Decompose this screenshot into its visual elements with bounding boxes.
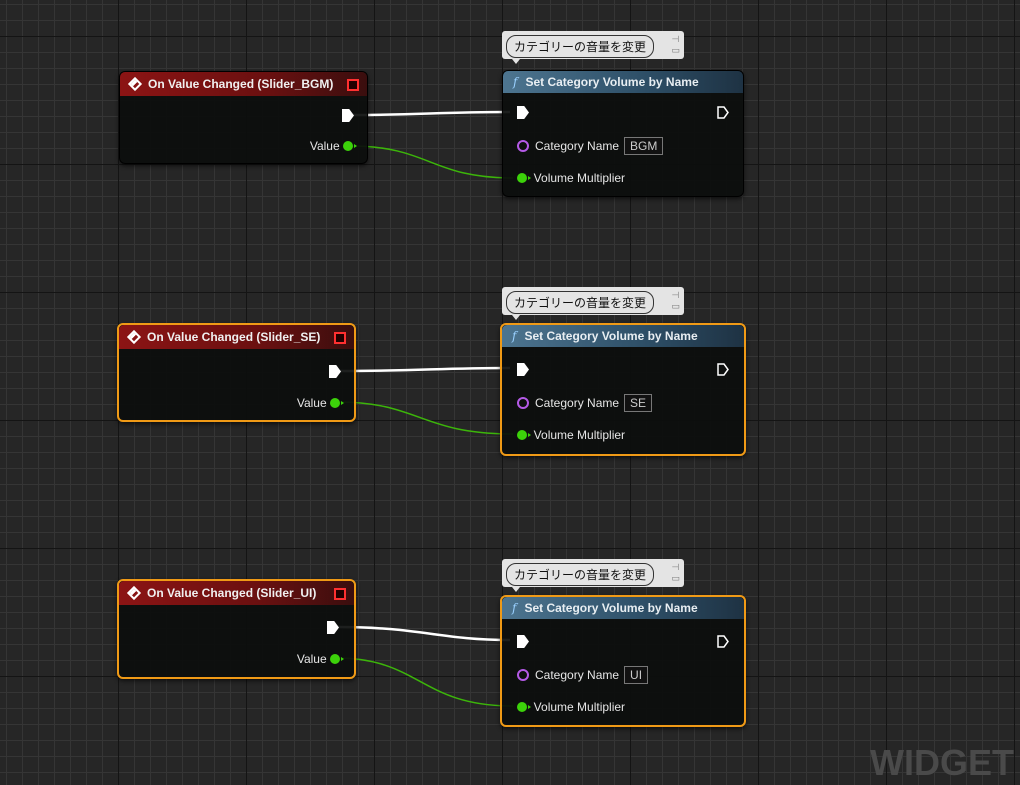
comment-bubble[interactable]: カテゴリーの音量を変更 ⊣▭ xyxy=(502,287,684,320)
event-icon xyxy=(126,329,142,345)
node-title: On Value Changed (Slider_BGM) xyxy=(148,77,334,91)
comment-text: カテゴリーの音量を変更 xyxy=(506,291,655,314)
exec-out-pin[interactable] xyxy=(327,621,339,634)
event-node-slider-ui[interactable]: On Value Changed (Slider_UI) Value xyxy=(117,579,356,679)
comment-bubble[interactable]: カテゴリーの音量を変更 ⊣▭ xyxy=(502,31,684,64)
exec-out-pin[interactable] xyxy=(329,365,341,378)
exec-wire[interactable] xyxy=(351,110,511,117)
volume-multiplier-label: Volume Multiplier xyxy=(533,700,626,714)
exec-wire[interactable] xyxy=(337,625,511,642)
graph-watermark: WIDGET xyxy=(870,742,1014,783)
value-pin[interactable] xyxy=(330,398,344,408)
exec-out-pin[interactable] xyxy=(717,106,729,119)
volume-multiplier-label: Volume Multiplier xyxy=(533,428,626,442)
exec-out-pin[interactable] xyxy=(342,109,354,122)
comment-text: カテゴリーの音量を変更 xyxy=(506,563,655,586)
exec-in-pin[interactable] xyxy=(517,635,529,648)
exec-out-pin[interactable] xyxy=(717,363,729,376)
volume-multiplier-label: Volume Multiplier xyxy=(533,171,626,185)
value-pin[interactable] xyxy=(330,654,344,664)
category-name-label: Category Name xyxy=(535,396,620,410)
exec-wire[interactable] xyxy=(339,366,511,373)
node-title: Set Category Volume by Name xyxy=(524,601,698,615)
node-title: Set Category Volume by Name xyxy=(525,75,699,89)
float-wire[interactable] xyxy=(349,145,514,179)
category-name-input[interactable]: UI xyxy=(624,666,649,684)
delegate-pin-icon[interactable] xyxy=(334,588,346,600)
exec-out-pin[interactable] xyxy=(717,635,729,648)
event-node-slider-bgm[interactable]: On Value Changed (Slider_BGM) Value xyxy=(119,71,368,164)
float-wire[interactable] xyxy=(336,401,514,435)
pin-icon[interactable]: ⊣▭ xyxy=(671,34,680,55)
comment-text: カテゴリーの音量を変更 xyxy=(506,35,655,58)
category-name-label: Category Name xyxy=(535,139,620,153)
category-name-input[interactable]: SE xyxy=(624,394,653,412)
name-pin[interactable] xyxy=(517,397,529,409)
delegate-pin-icon[interactable] xyxy=(334,332,346,344)
volume-multiplier-pin[interactable] xyxy=(517,173,531,183)
function-icon: f xyxy=(512,601,517,615)
function-node-set-volume-ui[interactable]: f Set Category Volume by Name Category Na… xyxy=(500,595,746,727)
name-pin[interactable] xyxy=(517,669,529,681)
node-title: On Value Changed (Slider_SE) xyxy=(147,330,321,344)
exec-in-pin[interactable] xyxy=(517,363,529,376)
name-pin[interactable] xyxy=(517,140,529,152)
pin-icon[interactable]: ⊣▭ xyxy=(671,562,680,583)
value-pin[interactable] xyxy=(343,141,357,151)
pin-icon[interactable]: ⊣▭ xyxy=(671,290,680,311)
exec-in-pin[interactable] xyxy=(517,106,529,119)
node-title: Set Category Volume by Name xyxy=(524,329,698,343)
volume-multiplier-pin[interactable] xyxy=(517,702,531,712)
volume-multiplier-pin[interactable] xyxy=(517,430,531,440)
event-node-slider-se[interactable]: On Value Changed (Slider_SE) Value xyxy=(117,323,356,422)
value-label: Value xyxy=(296,396,327,410)
event-icon xyxy=(126,585,142,601)
category-name-input[interactable]: BGM xyxy=(624,137,664,155)
category-name-label: Category Name xyxy=(535,668,620,682)
function-node-set-volume-bgm[interactable]: f Set Category Volume by Name Category Na… xyxy=(502,70,744,197)
function-icon: f xyxy=(512,329,517,343)
float-wire[interactable] xyxy=(335,657,514,707)
value-label: Value xyxy=(309,139,340,153)
delegate-pin-icon[interactable] xyxy=(347,79,359,91)
value-label: Value xyxy=(296,652,327,666)
node-title: On Value Changed (Slider_UI) xyxy=(147,586,317,600)
event-icon xyxy=(127,76,143,92)
function-icon: f xyxy=(513,75,518,89)
function-node-set-volume-se[interactable]: f Set Category Volume by Name Category Na… xyxy=(500,323,746,456)
comment-bubble[interactable]: カテゴリーの音量を変更 ⊣▭ xyxy=(502,559,684,592)
